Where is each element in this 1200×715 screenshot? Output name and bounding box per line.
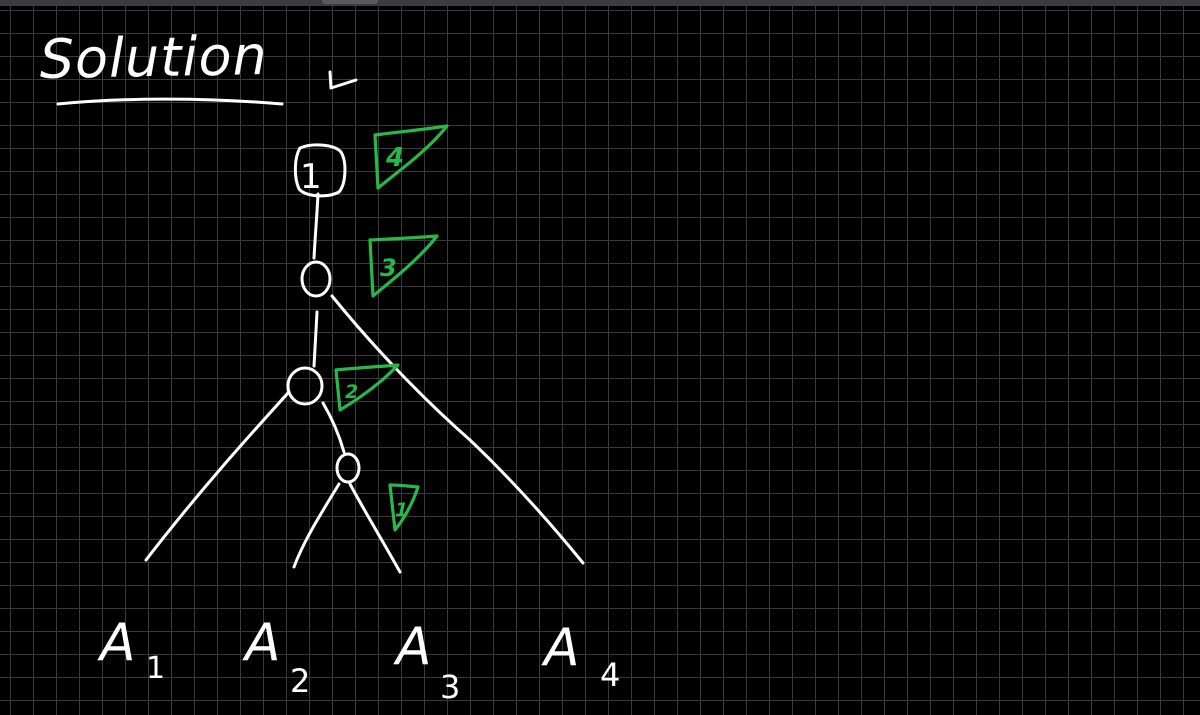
order-flags: 4 3 2 1 (334, 124, 449, 532)
leaf-a2-letter: A (242, 613, 281, 673)
edge-n3-to-n2 (312, 310, 319, 368)
node-level-2 (286, 366, 324, 406)
leaf-a1-subscript: 1 (146, 651, 165, 686)
leaf-a3-letter: A (393, 617, 432, 677)
flag-4: 4 (373, 124, 449, 190)
flag-3-label: 3 (380, 254, 397, 282)
flag-1: 1 (388, 483, 420, 532)
node-level-1 (335, 452, 361, 484)
tree-nodes: 1 (286, 143, 361, 484)
edge-n1-to-a3 (348, 482, 402, 574)
edge-n3-to-a4 (330, 294, 585, 565)
tab-handle[interactable] (322, 0, 378, 4)
edge-n2-to-a1 (144, 391, 290, 562)
title-group: Solution (39, 24, 358, 106)
page-title: Solution (39, 24, 268, 91)
edge-n1-to-a2 (292, 482, 341, 569)
leaf-a2-subscript: 2 (290, 662, 310, 700)
flag-4-label: 4 (385, 143, 404, 173)
checkmark-scribble (328, 70, 358, 90)
flag-2-label: 2 (345, 381, 358, 403)
leaf-a3-subscript: 3 (440, 668, 460, 706)
flag-1-label: 1 (395, 499, 408, 521)
tree-edges (144, 192, 585, 574)
root-node (293, 143, 347, 198)
edge-n2-to-n1 (321, 401, 346, 454)
edge-root-to-n3 (312, 192, 320, 260)
node-level-3 (300, 260, 332, 298)
leaf-labels: A 1 A 2 A 3 A 4 (97, 613, 620, 706)
leaf-a1-letter: A (97, 613, 136, 673)
flag-3: 3 (368, 234, 439, 298)
window-top-bar (0, 0, 1200, 6)
leaf-a4-subscript: 4 (600, 656, 620, 694)
root-node-label: 1 (300, 157, 322, 197)
title-underline (56, 97, 284, 106)
flag-2: 2 (334, 363, 400, 412)
leaf-a4-letter: A (541, 618, 580, 678)
